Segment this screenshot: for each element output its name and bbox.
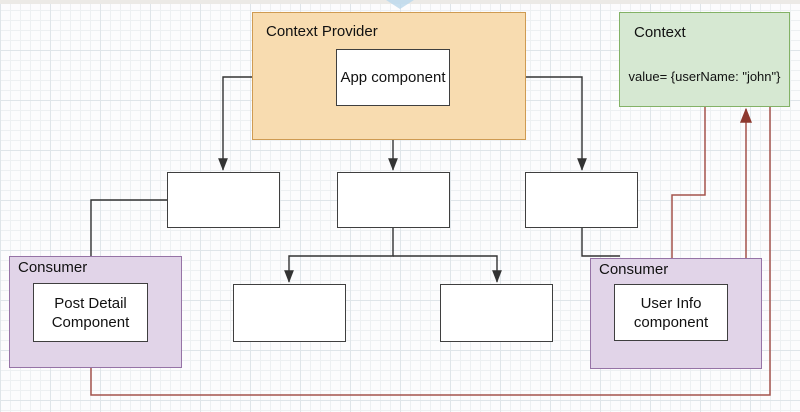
- edge-middle-to-bottom-right[interactable]: [393, 255, 502, 283]
- context-title: Context: [634, 24, 686, 41]
- edge-right-component-to-consumer[interactable]: [581, 228, 620, 257]
- consumer-right-label: Consumer: [599, 261, 669, 278]
- component-node-middle[interactable]: [337, 172, 450, 228]
- user-info-component-label: User Info component: [633, 294, 709, 331]
- context-value: value= {userName: "john"}: [628, 69, 781, 84]
- post-detail-component-label: Post Detail Component: [51, 294, 130, 331]
- component-node-right[interactable]: [525, 172, 638, 228]
- component-node-bottom-right[interactable]: [440, 284, 553, 342]
- post-detail-component-node[interactable]: Post Detail Component: [33, 283, 148, 342]
- app-component-node[interactable]: App component: [336, 49, 450, 106]
- edge-middle-to-bottom-left[interactable]: [284, 228, 394, 283]
- app-component-label: App component: [340, 69, 446, 86]
- consumer-left-label: Consumer: [18, 259, 88, 276]
- scroll-down-arrow-icon: [386, 0, 414, 9]
- user-info-component-node[interactable]: User Info component: [614, 284, 728, 341]
- context-provider-label: Context Provider: [266, 23, 378, 40]
- component-node-left[interactable]: [167, 172, 280, 228]
- edge-context-to-user-info[interactable]: [666, 107, 706, 284]
- context-node[interactable]: Context value= {userName: "john"}: [619, 12, 790, 107]
- component-node-bottom-left[interactable]: [233, 284, 346, 342]
